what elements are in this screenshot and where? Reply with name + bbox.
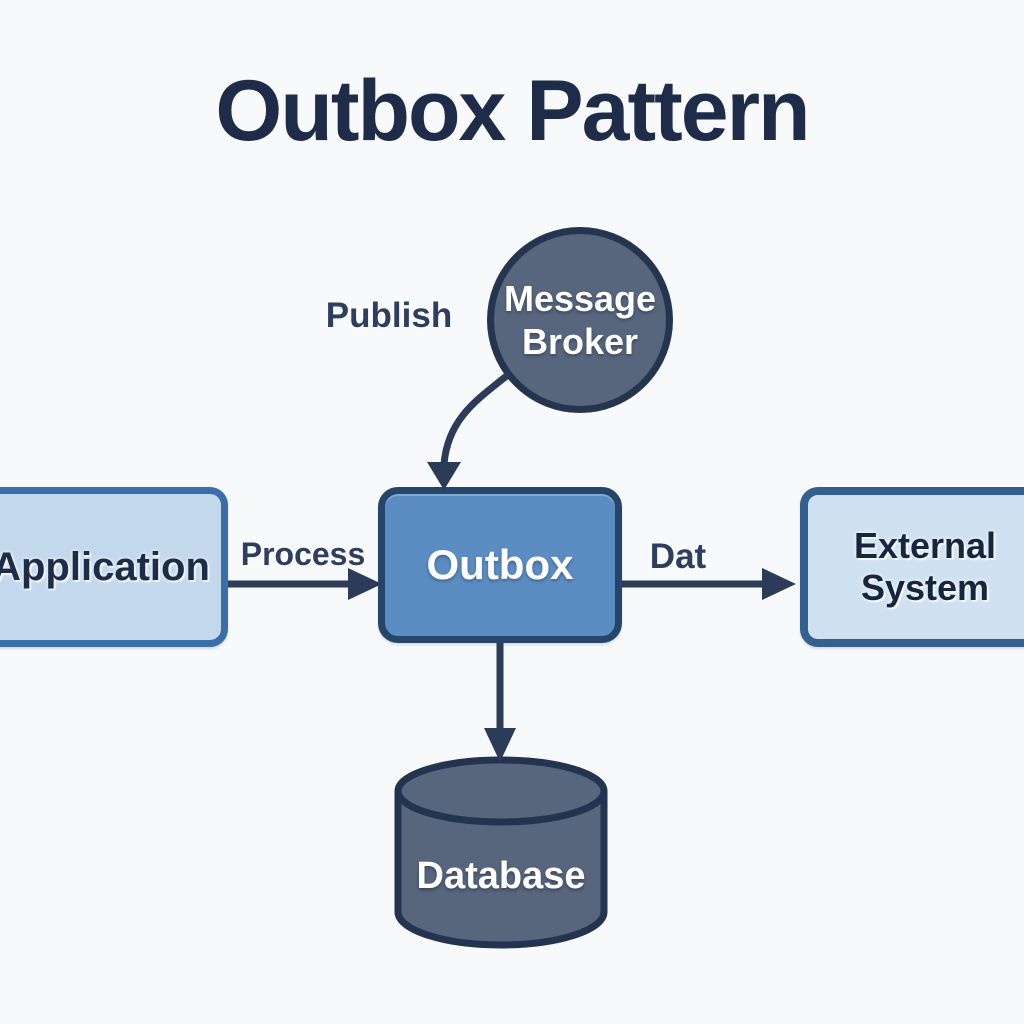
outbox-label: Outbox: [426, 541, 574, 588]
node-application: Application: [0, 487, 228, 647]
external-system-label-line1: External: [853, 524, 997, 566]
message-broker-label-line2: Broker: [521, 321, 639, 362]
node-external-system: External System: [800, 487, 1024, 647]
node-outbox: Outbox: [378, 487, 622, 643]
outbox-to-database-arrow: [484, 643, 516, 762]
node-message-broker: Message Broker: [487, 227, 673, 413]
process-edge-label: Process: [240, 536, 366, 572]
message-broker-label-line1: Message: [503, 277, 657, 319]
external-system-label-line2: System: [860, 567, 990, 608]
database-label: Database: [416, 855, 586, 897]
publish-edge-label: Publish: [325, 296, 453, 335]
data-edge-label: Dat: [649, 537, 707, 576]
publish-arrow: [427, 371, 512, 490]
diagram-title: Outbox Pattern: [215, 63, 810, 159]
database-cylinder-icon: [394, 756, 608, 949]
application-label: Application: [0, 544, 210, 589]
